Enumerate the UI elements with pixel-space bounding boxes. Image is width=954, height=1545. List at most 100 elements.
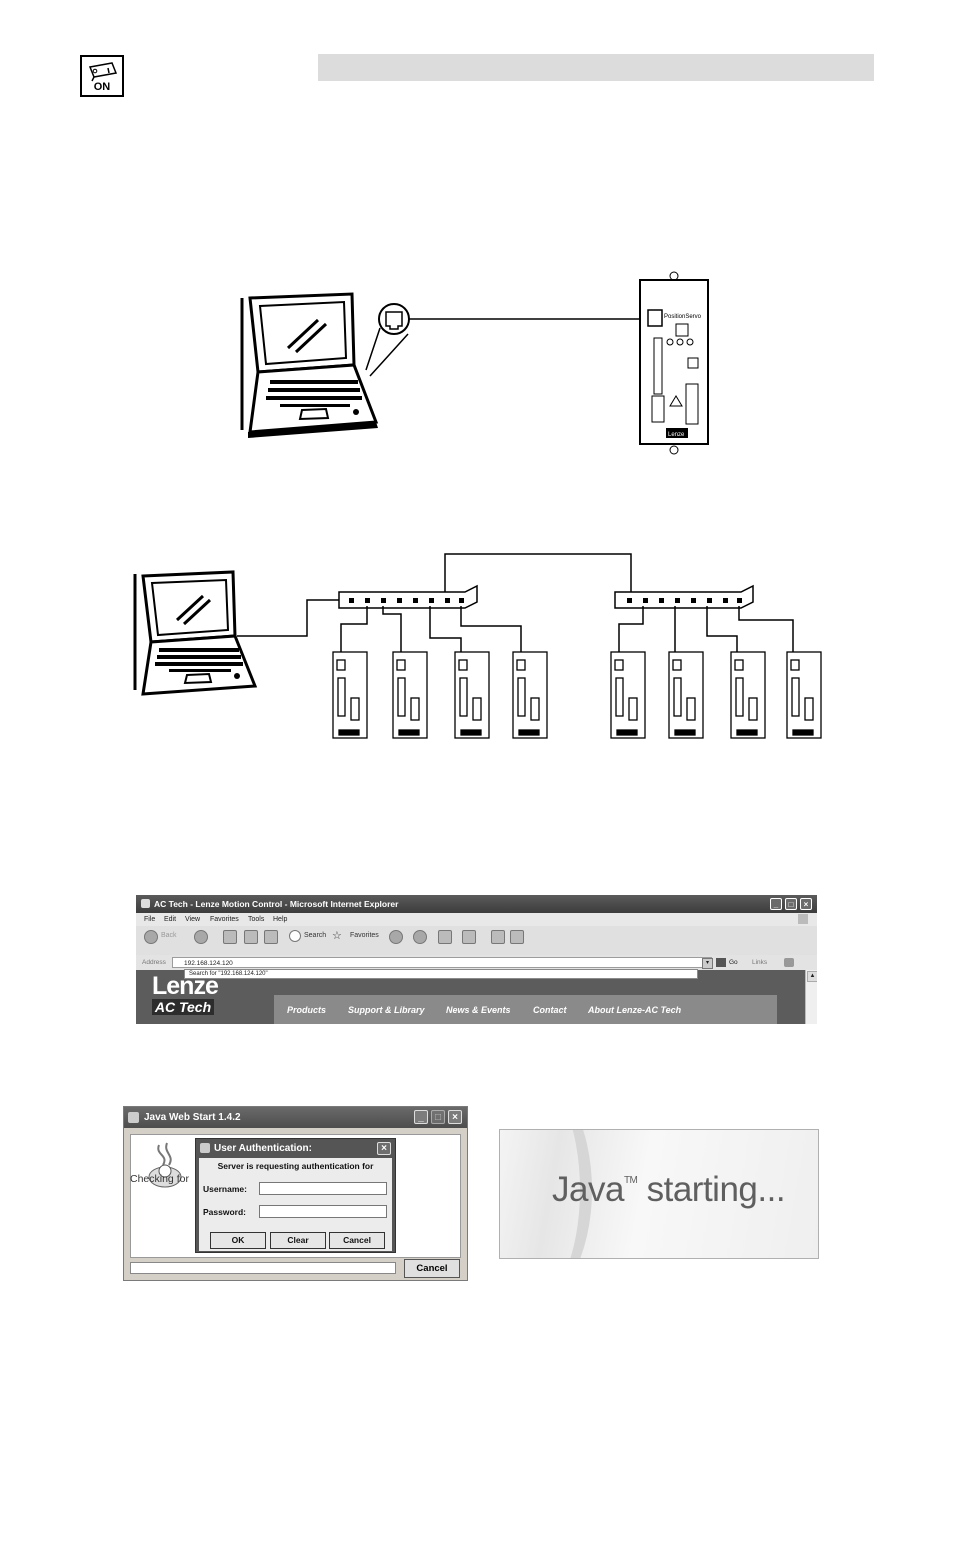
jws-status-text: Checking for [130,1173,189,1185]
menu-help[interactable]: Help [273,916,288,923]
servo-drive: PositionServo Lenze [639,271,709,455]
username-label: Username: [203,1184,247,1194]
address-label: Address [142,959,166,966]
minimize-icon[interactable]: _ [770,898,782,910]
nav-support-library[interactable]: Support & Library [348,1005,425,1015]
clear-button[interactable]: Clear [270,1232,326,1249]
nav-contact[interactable]: Contact [533,1005,567,1015]
close-icon[interactable]: × [800,898,812,910]
drive-brand-text: PositionServo [664,314,702,320]
power-on-label: ON [93,81,111,93]
power-on-icon: ON [80,55,124,97]
servo-drive [786,651,822,739]
minimize-icon[interactable]: _ [414,1110,428,1124]
password-label: Password: [203,1207,246,1217]
maximize-icon: □ [431,1110,445,1124]
menu-edit[interactable]: Edit [164,916,177,923]
search-button[interactable]: Search [304,932,327,939]
ok-button[interactable]: OK [210,1232,266,1249]
address-dropdown-icon[interactable]: ▾ [702,958,713,969]
header-bar [318,54,874,81]
drive-logo-text: Lenze [668,432,685,438]
switch-icon [88,62,118,82]
search-icon[interactable] [289,930,301,942]
java-starting-splash: JavaTM starting... [499,1129,819,1259]
nav-news-events[interactable]: News & Events [446,1005,511,1015]
messenger-icon[interactable] [510,930,524,944]
favorites-button[interactable]: Favorites [350,932,379,939]
jws-titlebar: Java Web Start 1.4.2 _ □ × [124,1107,467,1128]
browser-toolbar: Back Search ☆ Favorites [136,926,817,956]
go-arrow-icon[interactable] [716,958,726,967]
maximize-icon[interactable]: □ [785,898,797,910]
java-cup-icon [200,1143,210,1153]
close-icon[interactable]: × [377,1142,391,1155]
auth-titlebar: User Authentication: × [196,1139,395,1158]
network-switch-2 [614,584,754,609]
laptop-icon [133,570,258,696]
splash-starting: starting... [637,1170,786,1209]
back-arrow-icon[interactable] [144,930,158,944]
splash-tm: TM [623,1175,638,1186]
browser-window: AC Tech - Lenze Motion Control - Microso… [136,895,817,1024]
go-button[interactable]: Go [729,959,738,966]
nav-products[interactable]: Products [287,1005,327,1015]
username-field[interactable] [259,1182,387,1195]
laptop-icon [240,292,379,438]
servo-drive [668,651,704,739]
auth-title: User Authentication: [214,1143,312,1154]
menu-view[interactable]: View [185,916,201,923]
discuss-icon[interactable] [491,930,505,944]
stop-icon[interactable] [223,930,237,944]
splash-java: Java [552,1170,624,1209]
drive-row [332,651,822,739]
links-button[interactable]: Links [752,959,768,966]
actech-logo: AC Tech [152,999,214,1015]
menu-bar: File Edit View Favorites Tools Help [136,913,817,926]
address-input[interactable]: 192.168.124.120 [172,957,712,968]
auth-prompt: Server is requesting authentication for [217,1161,374,1171]
menu-favorites[interactable]: Favorites [210,916,239,923]
nav-about[interactable]: About Lenze-AC Tech [588,1005,682,1015]
back-button[interactable]: Back [161,932,177,939]
servo-drive [454,651,490,739]
auth-body: Server is requesting authentication for … [199,1158,392,1251]
jws-title: Java Web Start 1.4.2 [144,1112,241,1123]
java-cup-icon [128,1112,139,1123]
splash-text: JavaTM starting... [552,1170,786,1210]
scrollbar[interactable]: ▲ [805,970,817,1024]
java-duke-icon [148,1142,182,1188]
jws-progress-bar [130,1262,396,1274]
browser-titlebar: AC Tech - Lenze Motion Control - Microso… [136,895,817,913]
direct-connection-diagram: PositionServo Lenze [240,271,709,455]
servo-drive [392,651,428,739]
windows-flag-icon [798,914,808,924]
favorites-star-icon[interactable]: ☆ [332,930,342,942]
browser-title: AC Tech - Lenze Motion Control - Microso… [154,899,399,909]
address-bar: Address 192.168.124.120 ▾ Go Links [136,955,817,970]
servo-drive [610,651,646,739]
cancel-button[interactable]: Cancel [329,1232,385,1249]
home-icon[interactable] [264,930,278,944]
user-authentication-dialog: User Authentication: × Server is request… [195,1138,396,1253]
menu-tools[interactable]: Tools [248,916,265,923]
ethernet-port-callout [365,303,410,377]
network-connection-diagram [133,553,822,739]
network-switch-1 [338,584,478,609]
print-icon[interactable] [438,930,452,944]
mail-icon[interactable] [413,930,427,944]
jws-cancel-button[interactable]: Cancel [404,1259,460,1278]
servo-drive [512,651,548,739]
autocomplete-dropdown[interactable]: Search for "192.168.124.120" [184,969,698,979]
close-icon[interactable]: × [448,1110,462,1124]
ie-logo-icon [141,899,150,908]
refresh-icon[interactable] [244,930,258,944]
servo-drive [332,651,368,739]
password-field[interactable] [259,1205,387,1218]
toolbar-extra-icon[interactable] [784,958,794,967]
site-nav-bar [274,995,777,1024]
forward-arrow-icon[interactable] [194,930,208,944]
history-icon[interactable] [389,930,403,944]
edit-icon[interactable] [462,930,476,944]
menu-file[interactable]: File [144,916,156,923]
